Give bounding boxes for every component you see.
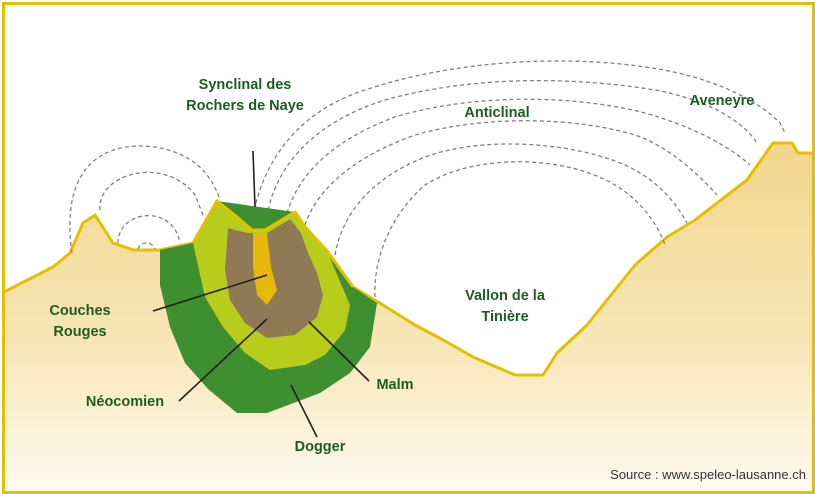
leader-neocomien — [178, 318, 268, 402]
fold-line-left-2 — [69, 145, 221, 254]
label-neocomien: Néocomien — [85, 394, 165, 410]
label-dogger: Dogger — [294, 439, 346, 455]
geology-cross-section — [5, 60, 812, 491]
syncline-outline — [191, 199, 355, 288]
fold-line-small-1 — [137, 242, 156, 250]
leader-synclinal — [252, 150, 256, 208]
leader-malm — [308, 321, 370, 382]
label-anticlinal: Anticlinal — [464, 105, 530, 121]
fold-line-arch-3 — [286, 98, 751, 214]
leader-dogger — [290, 384, 318, 438]
fold-line-arch-4 — [304, 120, 718, 226]
leader-couches-rouges — [152, 274, 268, 312]
leader-lines — [152, 150, 370, 438]
label-couches-rouges: Couches Rouges — [49, 303, 111, 340]
fold-line-arch-1 — [252, 60, 786, 218]
source-credit: Source : www.speleo-lausanne.ch — [610, 467, 806, 482]
couches-rouges-layer — [253, 233, 277, 305]
label-aveneyre: Aveneyre — [689, 93, 755, 109]
eroded-fold-lines — [69, 60, 786, 298]
fold-line-arch-5 — [334, 143, 688, 256]
fold-line-arch-2 — [266, 79, 758, 218]
fold-line-left-1 — [99, 171, 204, 216]
label-synclinal: Synclinal des Rochers de Naye — [186, 77, 304, 114]
label-malm: Malm — [376, 377, 414, 393]
label-vallon: Vallon de la Tinière — [465, 288, 545, 325]
fold-line-arch-6 — [374, 161, 666, 298]
fold-line-small-2 — [117, 214, 181, 244]
